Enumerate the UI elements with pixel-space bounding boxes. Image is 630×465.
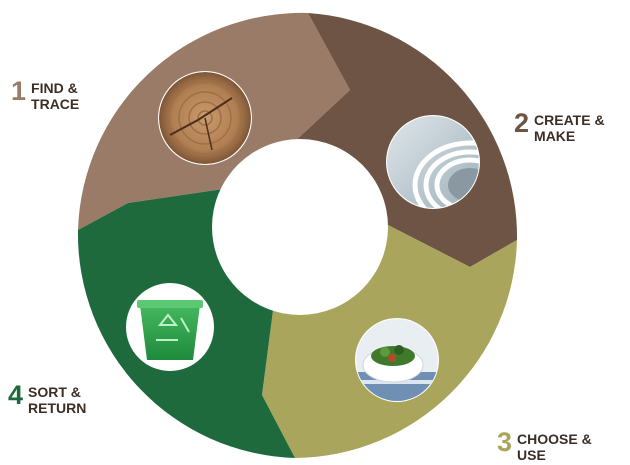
step-number-1: 1 (11, 76, 27, 106)
step-title-1: FIND & TRACE (31, 80, 80, 112)
step-number-4: 4 (8, 380, 24, 410)
step-label-sort-return: 4 SORT & RETURN (8, 380, 87, 417)
center-circle (212, 139, 388, 315)
step-label-find-trace: 1 FIND & TRACE (11, 76, 80, 113)
salad-bowl-icon (355, 318, 439, 402)
recycling-bin-icon (126, 283, 214, 371)
wood-log-icon (158, 71, 252, 165)
step-number-3: 3 (497, 429, 513, 457)
step-title-2: CREATE & MAKE (534, 112, 605, 144)
step-title-4: SORT & RETURN (28, 384, 87, 416)
step-number-2: 2 (514, 108, 530, 138)
step-label-create-make: 2 CREATE & MAKE (514, 108, 605, 145)
step-title-3: CHOOSE & USE (517, 431, 592, 463)
step-label-choose-use: 3 CHOOSE & USE (497, 429, 592, 465)
paper-rolls-icon (386, 115, 480, 209)
